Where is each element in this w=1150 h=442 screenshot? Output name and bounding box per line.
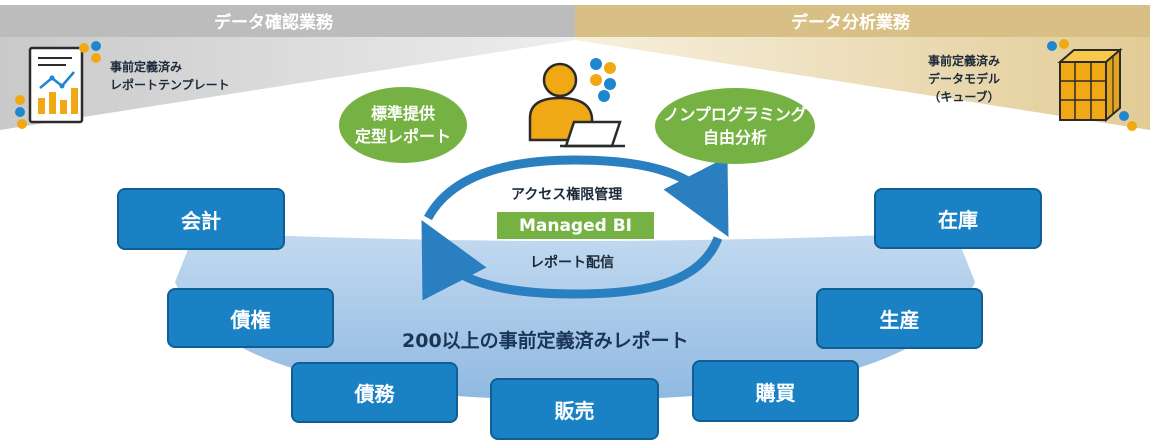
managed-bi-label: Managed BI [497, 212, 654, 239]
cycle-arrow-bottom [421, 220, 723, 301]
report-chart-document-icon [15, 41, 101, 129]
cycle-arrow-top [424, 155, 729, 237]
dept-payables: 債務 [291, 362, 458, 423]
dept-inventory: 在庫 [874, 188, 1042, 249]
self-analysis-bubble: ノンプログラミング 自由分析 [655, 88, 815, 164]
right-panel-caption: 事前定義済み データモデル （キューブ） [928, 54, 1001, 104]
report-distribution-label: レポート配信 [530, 255, 614, 271]
right-panel-shape [575, 37, 1150, 130]
dept-sales: 販売 [490, 378, 659, 440]
standard-report-bubble: 標準提供 定型レポート [339, 87, 467, 163]
data-cube-icon [1047, 39, 1137, 131]
header-right-bar [575, 5, 1150, 37]
header-left-bar [0, 5, 575, 37]
header-left-title: データ確認業務 [214, 13, 333, 33]
dept-receivables: 債権 [167, 288, 334, 348]
left-panel-caption: 事前定義済み レポートテンプレート [110, 60, 230, 92]
dept-production: 生産 [816, 288, 983, 349]
user-at-laptop-icon [528, 58, 625, 148]
access-control-label: アクセス権限管理 [511, 187, 623, 203]
dept-purchasing: 購買 [692, 360, 859, 422]
reports-arc [175, 232, 975, 400]
arc-reports-label: 200以上の事前定義済みレポート [402, 330, 689, 352]
dept-accounting: 会計 [117, 188, 285, 250]
header-right-title: データ分析業務 [791, 13, 910, 33]
left-panel-shape [0, 37, 575, 130]
